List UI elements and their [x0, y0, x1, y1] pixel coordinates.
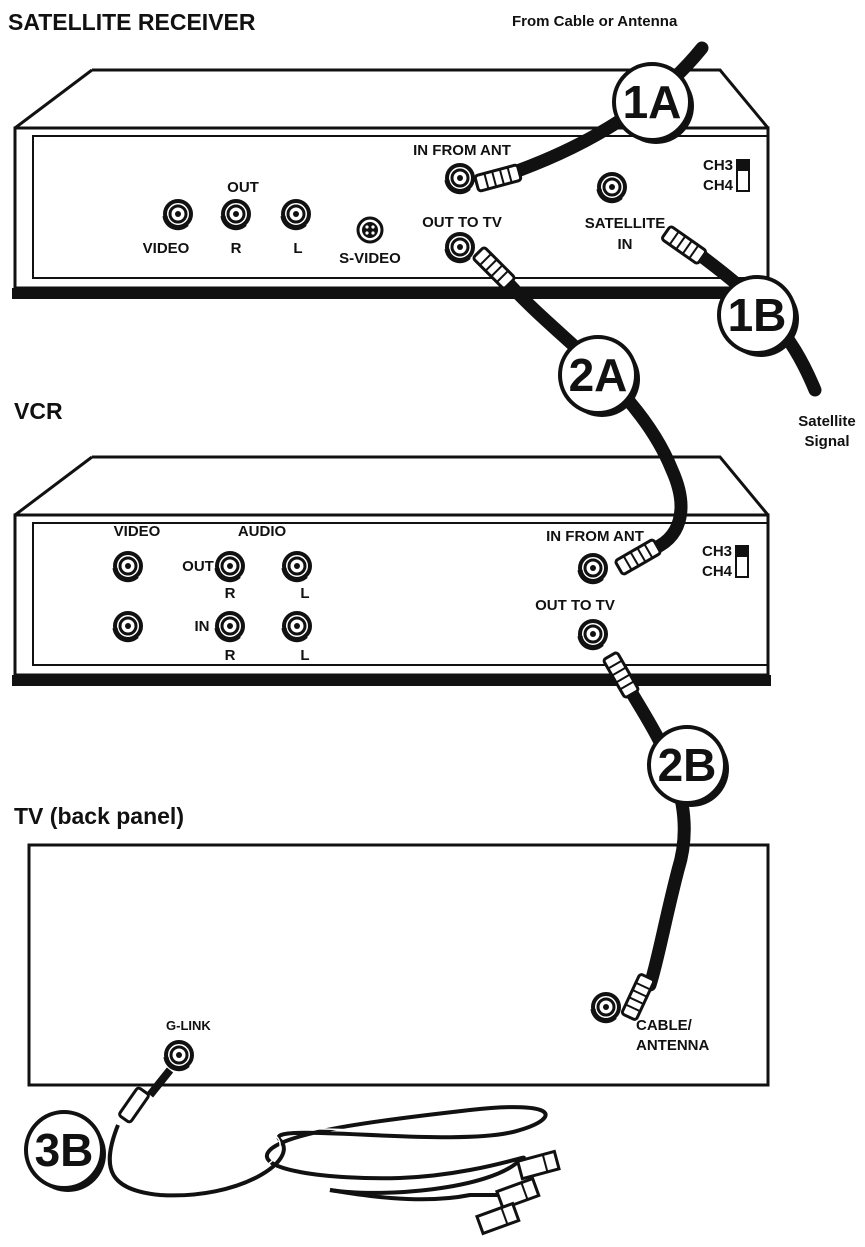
- callout-1a: 1A: [612, 62, 696, 146]
- svg-text:1A: 1A: [623, 76, 682, 128]
- callout-1b: 1B: [717, 275, 801, 359]
- svg-text:1B: 1B: [728, 289, 787, 341]
- receiver-out-to-tv-jack: [447, 234, 473, 261]
- vcr-ch4-label: CH4: [702, 563, 733, 580]
- satellite-signal-note-1: Satellite: [798, 413, 856, 430]
- cable-receiver-to-vcr: [503, 278, 688, 557]
- svg-text:2A: 2A: [569, 349, 628, 401]
- ir-emitter-3: [474, 1201, 521, 1236]
- tv-glink-jack: [166, 1042, 192, 1069]
- cable-vcr-to-tv: [623, 683, 691, 992]
- vcr-channel-switch[interactable]: [735, 545, 749, 578]
- receiver-ch3-label: CH3: [703, 157, 733, 174]
- tv-cable-label-1: CABLE/: [636, 1017, 693, 1034]
- vcr-out-label: OUT: [182, 558, 214, 575]
- vcr-audio-out-r-label: R: [225, 585, 236, 602]
- callout-3b: 3B: [24, 1110, 108, 1194]
- vcr-audio-in-l-jack: [284, 613, 310, 640]
- vcr-video-out-jack: [115, 553, 141, 580]
- ir-emitter-1: [515, 1149, 561, 1181]
- vcr-in-label: IN: [195, 618, 210, 635]
- receiver-satellite-label-2: IN: [618, 236, 633, 253]
- tv-title: TV (back panel): [14, 803, 184, 829]
- tv-back-panel: [27, 843, 770, 1087]
- tv-glink-label: G-LINK: [166, 1018, 211, 1033]
- receiver-ch4-label: CH4: [703, 177, 734, 194]
- vcr-in-from-ant-label: IN FROM ANT: [546, 528, 644, 545]
- vcr-video-in-jack: [115, 613, 141, 640]
- vcr-audio-out-l-jack: [284, 553, 310, 580]
- vcr-out-to-tv-label: OUT TO TV: [535, 597, 615, 614]
- receiver-out-label: OUT: [227, 179, 259, 196]
- receiver-satellite-in-jack: [599, 174, 625, 201]
- svg-text:3B: 3B: [35, 1124, 94, 1176]
- receiver-video-label: VIDEO: [143, 240, 190, 257]
- receiver-channel-switch[interactable]: [736, 159, 750, 192]
- receiver-svideo-jack: [356, 216, 384, 244]
- callout-2b: 2B: [647, 725, 731, 809]
- glink-cable: [107, 1067, 561, 1236]
- vcr-title: VCR: [14, 398, 63, 424]
- receiver-in-from-ant-label: IN FROM ANT: [413, 142, 511, 159]
- from-cable-note: From Cable or Antenna: [512, 13, 678, 30]
- receiver-video-jack: [165, 201, 191, 228]
- vcr-audio-in-r-label: R: [225, 647, 236, 664]
- vcr-audio-label: AUDIO: [238, 523, 287, 540]
- vcr-in-from-ant-jack: [580, 555, 606, 582]
- tv-cable-antenna-jack: [593, 994, 619, 1021]
- receiver-satellite-label-1: SATELLITE: [585, 215, 666, 232]
- tv-cable-label-2: ANTENNA: [636, 1037, 709, 1054]
- receiver-in-from-ant-jack: [447, 165, 473, 192]
- receiver-l-jack: [283, 201, 309, 228]
- vcr-audio-out-r-jack: [217, 553, 243, 580]
- receiver-svideo-label: S-VIDEO: [339, 250, 401, 267]
- ir-emitter-2: [494, 1176, 541, 1211]
- svg-text:2B: 2B: [658, 739, 717, 791]
- receiver-r-jack: [223, 201, 249, 228]
- callout-2a: 2A: [558, 335, 642, 419]
- vcr-out-to-tv-jack: [580, 621, 606, 648]
- receiver-l-label: L: [293, 240, 302, 257]
- vcr-audio-in-r-jack: [217, 613, 243, 640]
- satellite-receiver-title: SATELLITE RECEIVER: [8, 9, 256, 35]
- vcr-audio-in-l-label: L: [300, 647, 309, 664]
- vcr-device: [12, 455, 771, 686]
- vcr-video-label: VIDEO: [114, 523, 161, 540]
- vcr-ch3-label: CH3: [702, 543, 732, 560]
- vcr-audio-out-l-label: L: [300, 585, 309, 602]
- receiver-r-label: R: [231, 240, 242, 257]
- receiver-out-to-tv-label: OUT TO TV: [422, 214, 502, 231]
- satellite-signal-note-2: Signal: [804, 433, 849, 450]
